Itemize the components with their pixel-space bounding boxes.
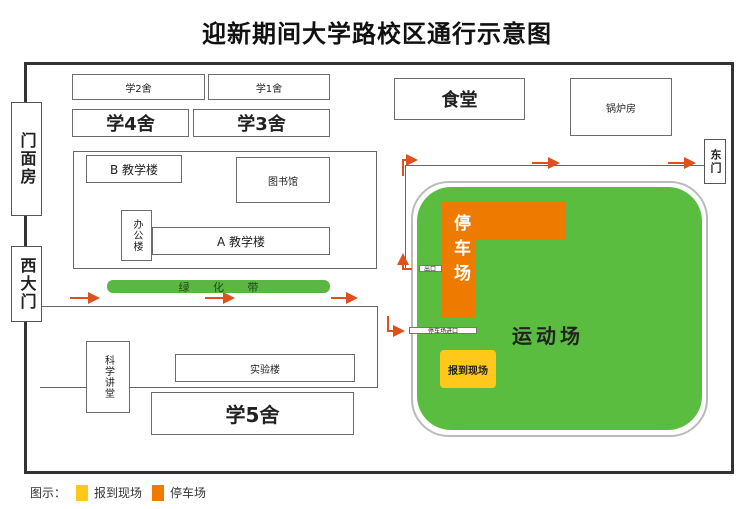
east-road-line-v — [405, 165, 406, 270]
parking-lot-stem[interactable] — [441, 201, 476, 318]
parking-entrance-label: 停车场进口 — [427, 328, 458, 334]
teaching-zone — [73, 151, 377, 269]
parking-entrance-lane — [409, 327, 477, 334]
exit-label: 出口 — [423, 266, 436, 272]
east-gate[interactable]: 东门 — [704, 139, 726, 184]
teaching-building-a[interactable]: A 教学楼 — [152, 227, 330, 255]
dorm-3[interactable]: 学3舍 — [193, 109, 330, 137]
parking-lot-label: 停车场 — [450, 214, 470, 289]
library[interactable]: 图书馆 — [236, 157, 330, 203]
office-building[interactable]: 办公楼 — [121, 210, 152, 261]
map-title: 迎新期间大学路校区通行示意图 — [202, 19, 552, 48]
legend-label-parking: 停车场 — [170, 486, 207, 500]
dorm-1[interactable]: 学1舍 — [208, 74, 330, 100]
dorm-5[interactable]: 学5舍 — [151, 392, 354, 435]
dorm-4[interactable]: 学4舍 — [72, 109, 189, 137]
green-belt-char-3: 带 — [247, 280, 259, 294]
exit-lane — [419, 265, 442, 272]
laboratory-building[interactable]: 实验楼 — [175, 354, 355, 382]
arrow-entrance — [387, 316, 405, 337]
south-zone — [40, 306, 378, 388]
playground-label: 运动场 — [512, 324, 584, 348]
teaching-building-b[interactable]: B 教学楼 — [86, 155, 182, 183]
registration-site[interactable]: 报到现场 — [440, 350, 496, 388]
green-belt-char-1: 绿 — [178, 280, 190, 294]
front-house-gate[interactable]: 门面房 — [11, 102, 42, 216]
science-lecture-hall[interactable]: 科学讲堂 — [86, 341, 130, 413]
legend-swatch-registration — [76, 484, 89, 501]
legend: 图示： 报到现场 停车场 — [30, 484, 206, 501]
legend-prefix: 图示： — [30, 486, 67, 500]
legend-swatch-parking — [152, 484, 165, 501]
dorm-2[interactable]: 学2舍 — [72, 74, 205, 100]
arrow-corner-top — [402, 154, 418, 176]
legend-label-registration: 报到现场 — [94, 486, 143, 500]
boiler-room[interactable]: 锅炉房 — [570, 78, 672, 136]
green-belt: 绿 化 带 — [107, 280, 330, 294]
west-gate[interactable]: 西大门 — [11, 246, 42, 322]
canteen[interactable]: 食堂 — [394, 78, 525, 120]
green-belt-char-2: 化 — [212, 280, 224, 294]
arrow-exit — [397, 253, 412, 270]
